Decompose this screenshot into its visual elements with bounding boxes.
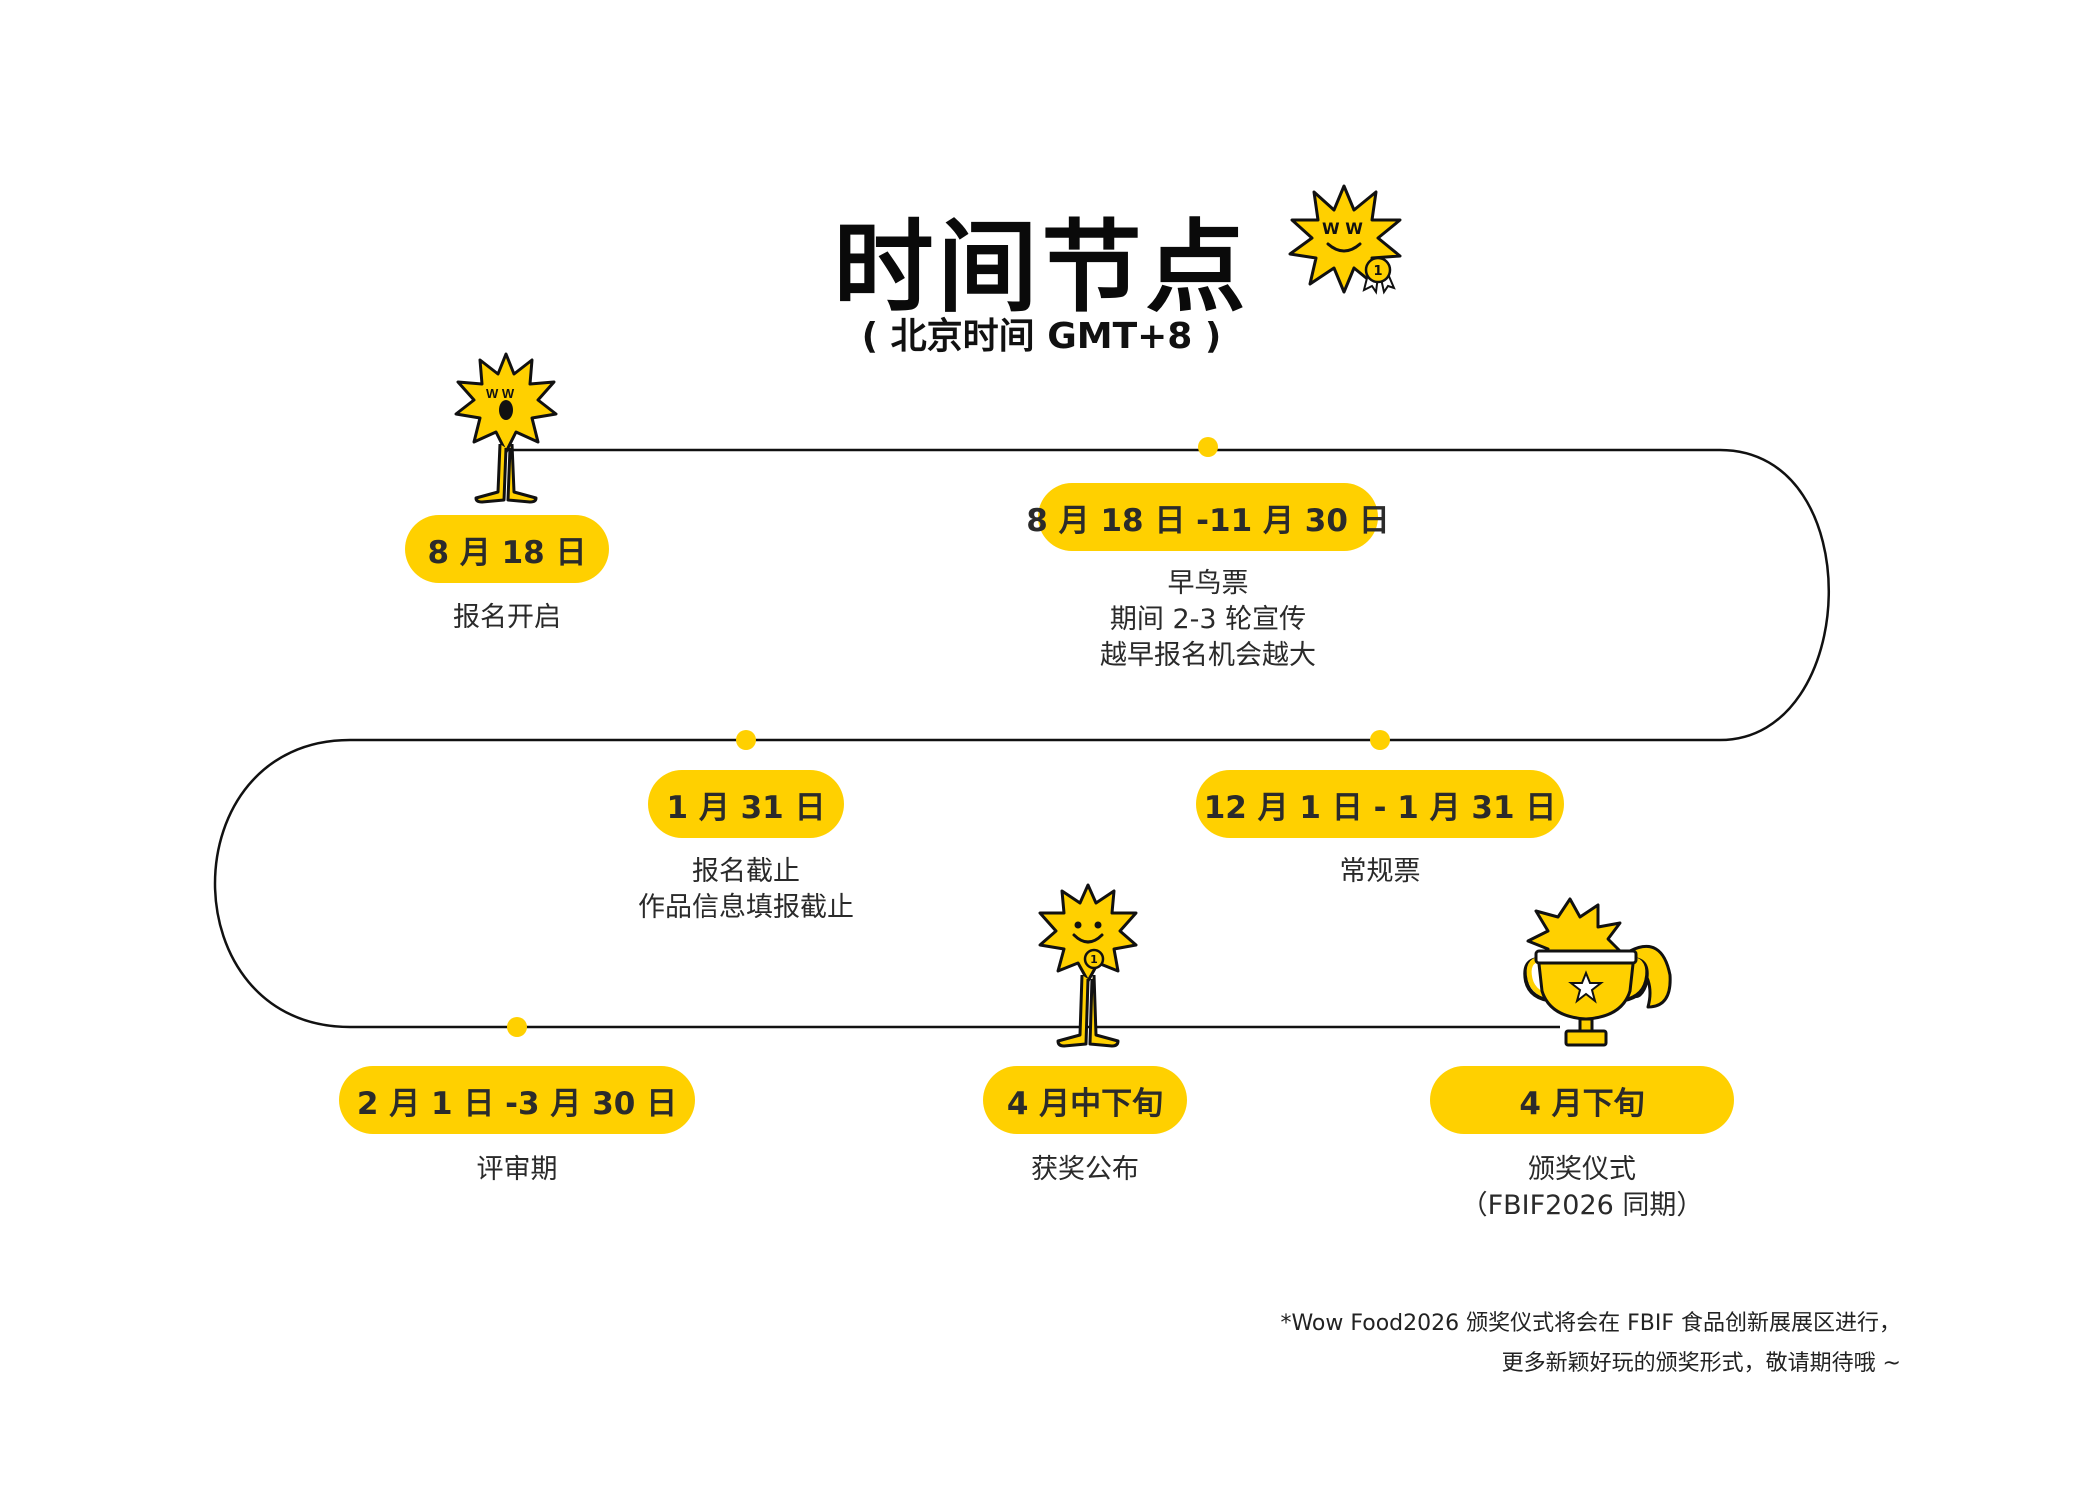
milestone-date-regular-ticket: 12 月 1 日 - 1 月 31 日 [1196,770,1564,838]
page-subtitle: ( 北京时间 GMT+8 ) [861,316,1222,357]
timeline-dot [736,730,756,750]
svg-text:W W: W W [1322,219,1363,238]
timeline-dot [1198,437,1218,457]
footnote: *Wow Food2026 颁奖仪式将会在 FBIF 食品创新展展区进行， 更多… [1280,1311,1901,1376]
milestone-date-registration-close: 1 月 31 日 [648,770,844,838]
milestone-date-judging: 2 月 1 日 -3 月 30 日 [339,1066,695,1134]
milestone-date-winners: 4 月中下旬 [983,1066,1187,1134]
milestone-desc-registration-open: 报名开启 [453,602,561,633]
milestone-desc-winners: 获奖公布 [1031,1154,1139,1185]
star-mascot-surprised-icon: W W [454,352,558,504]
svg-text:1: 1 [1090,953,1098,966]
milestone-desc-early-bird: 早鸟票 期间 2-3 轮宣传 越早报名机会越大 [1100,568,1316,671]
milestone-desc-judging: 评审期 [476,1154,558,1185]
timeline-dot [507,1017,527,1037]
milestone-date-early-bird: 8 月 18 日 -11 月 30 日 [1026,483,1390,551]
milestone-date-ceremony: 4 月下旬 [1430,1066,1734,1134]
trophy-mascot-icon [1523,897,1672,1047]
star-mascot-medal-icon: 1 [1038,883,1138,1048]
page-title: 时间节点 [833,209,1250,326]
svg-text:1: 1 [1373,264,1382,279]
milestone-desc-regular-ticket: 常规票 [1339,856,1421,887]
milestone-desc-registration-close: 报名截止 作品信息填报截止 [638,856,854,923]
milestone-date-registration-open: 8 月 18 日 [405,515,609,583]
svg-text:W W: W W [486,386,515,401]
timeline-dot [1370,730,1390,750]
milestone-desc-ceremony: 颁奖仪式 （FBIF2026 同期） [1460,1154,1704,1221]
star-medal-mascot-icon: W W 1 [1288,184,1402,295]
